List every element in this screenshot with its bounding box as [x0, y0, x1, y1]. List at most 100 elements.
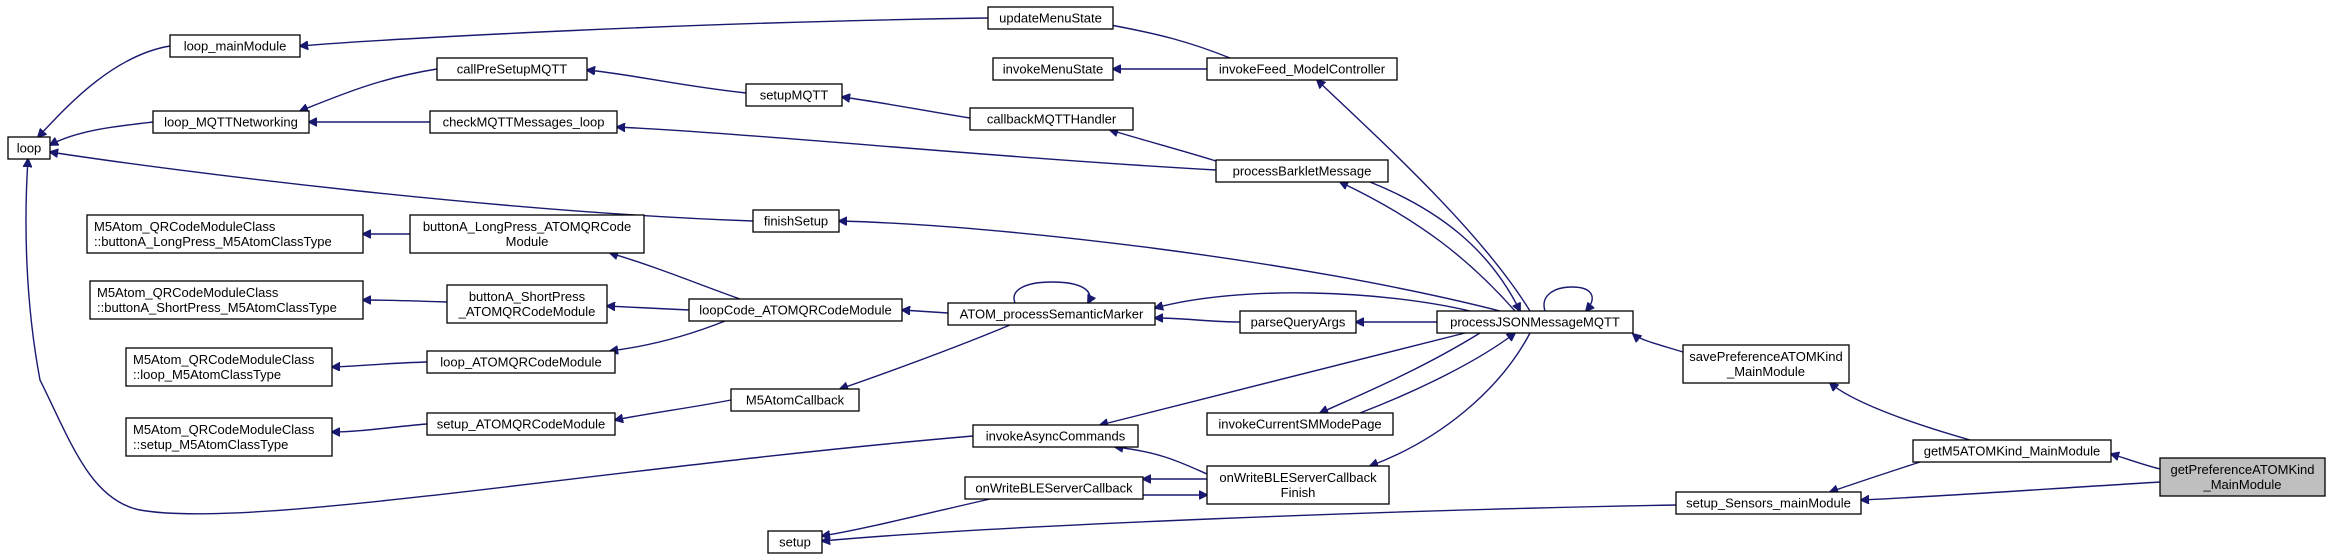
node-box	[987, 6, 1114, 30]
node-box	[1215, 159, 1389, 183]
node-invokeFeed_ModelController[interactable]: invokeFeed_ModelController	[1206, 57, 1398, 81]
node-parseQueryArgs[interactable]: parseQueryArgs	[1239, 310, 1357, 334]
node-QR_buttonA_ShortPress[interactable]: M5Atom_QRCodeModuleClass::buttonA_ShortP…	[89, 280, 364, 320]
node-label: _ATOMQRCodeModule	[458, 304, 596, 319]
node-setup[interactable]: setup	[767, 530, 823, 554]
node-callPreSetupMQTT[interactable]: callPreSetupMQTT	[436, 57, 588, 81]
node-box	[992, 57, 1114, 81]
node-label: finishSetup	[764, 214, 828, 229]
edge-loopCode_ATOMQRCodeModule-to-buttonA_ShortPress_ATOMQRCodeModule	[607, 306, 690, 310]
edge-onWriteBLEServerCallback-to-setup	[822, 498, 991, 536]
node-label: M5AtomCallback	[746, 393, 845, 408]
edge-ATOM_processSemanticMarker-to-M5AtomCallback	[840, 324, 1011, 389]
node-loop_ATOMQRCodeModule[interactable]: loop_ATOMQRCodeModule	[426, 350, 616, 374]
node-QR_buttonA_LongPress[interactable]: M5Atom_QRCodeModuleClass::buttonA_LongPr…	[86, 214, 364, 254]
node-label: updateMenuState	[999, 11, 1102, 26]
node-QR_loop[interactable]: M5Atom_QRCodeModuleClass::loop_M5AtomCla…	[125, 347, 333, 387]
node-box	[446, 284, 608, 324]
node-setupMQTT[interactable]: setupMQTT	[745, 83, 843, 107]
node-box	[426, 350, 616, 374]
node-buttonA_LongPress_ATOMQRCodeModule[interactable]: buttonA_LongPress_ATOMQRCodeModule	[409, 214, 645, 254]
node-box	[7, 136, 51, 160]
node-processBarkletMessage[interactable]: processBarkletMessage	[1215, 159, 1389, 183]
edge-ATOM_processSemanticMarker-to-loopCode_ATOMQRCodeModule	[902, 310, 949, 313]
node-M5AtomCallback[interactable]: M5AtomCallback	[730, 388, 860, 412]
node-ATOM_processSemanticMarker[interactable]: ATOM_processSemanticMarker	[947, 302, 1156, 326]
edge-setupMQTT-to-callPreSetupMQTT	[587, 70, 747, 94]
node-box	[409, 214, 645, 254]
node-box	[972, 424, 1139, 448]
node-label: setup_Sensors_mainModule	[1686, 496, 1851, 511]
node-processJSONMessageMQTT[interactable]: processJSONMessageMQTT	[1436, 310, 1634, 334]
node-updateMenuState[interactable]: updateMenuState	[987, 6, 1114, 30]
node-box	[1206, 465, 1390, 505]
node-invokeCurrentSMModePage[interactable]: invokeCurrentSMModePage	[1206, 412, 1394, 436]
node-getM5ATOMKind_MainModule[interactable]: getM5ATOMKind_MainModule	[1912, 439, 2112, 463]
node-setup_ATOMQRCodeModule[interactable]: setup_ATOMQRCodeModule	[426, 412, 616, 436]
edge-loop_MQTTNetworking-to-loop	[50, 121, 154, 145]
node-label: loop_mainModule	[184, 39, 287, 54]
node-label: callPreSetupMQTT	[457, 62, 568, 77]
node-box	[964, 476, 1144, 500]
edge-processJSONMessageMQTT-to-ATOM_processSemanticMarker	[1155, 292, 1471, 312]
node-box	[752, 209, 840, 233]
node-checkMQTTMessages_loop[interactable]: checkMQTTMessages_loop	[429, 110, 618, 134]
node-label: _MainModule	[2202, 477, 2281, 492]
node-label: ATOM_processSemanticMarker	[960, 307, 1144, 322]
node-box	[1436, 310, 1634, 334]
node-invokeAsyncCommands[interactable]: invokeAsyncCommands	[972, 424, 1139, 448]
node-label: invokeCurrentSMModePage	[1218, 417, 1381, 432]
node-setup_Sensors_mainModule[interactable]: setup_Sensors_mainModule	[1675, 491, 1862, 515]
node-box	[89, 280, 364, 320]
node-box	[429, 110, 618, 134]
node-label: ::loop_M5AtomClassType	[133, 367, 281, 382]
edge-layer	[26, 17, 2161, 541]
node-label: loopCode_ATOMQRCodeModule	[699, 303, 891, 318]
node-callbackMQTTHandler[interactable]: callbackMQTTHandler	[969, 107, 1134, 131]
node-label: M5Atom_QRCodeModuleClass	[94, 219, 276, 234]
node-loopCode_ATOMQRCodeModule[interactable]: loopCode_ATOMQRCodeModule	[688, 298, 903, 322]
node-box	[1206, 412, 1394, 436]
node-QR_setup[interactable]: M5Atom_QRCodeModuleClass::setup_M5AtomCl…	[125, 417, 333, 457]
node-label: callbackMQTTHandler	[987, 112, 1117, 127]
node-box	[169, 34, 301, 58]
node-box	[1239, 310, 1357, 334]
node-label: ::buttonA_ShortPress_M5AtomClassType	[97, 300, 337, 315]
node-label: loop	[17, 141, 42, 156]
edge-processBarkletMessage-to-processJSONMessageMQTT	[1369, 181, 1520, 311]
node-label: Module	[506, 234, 549, 249]
node-buttonA_ShortPress_ATOMQRCodeModule[interactable]: buttonA_ShortPress_ATOMQRCodeModule	[446, 284, 608, 324]
node-box	[125, 417, 333, 457]
node-label: _MainModule	[1726, 364, 1805, 379]
node-getPreferenceATOMKind_MainModule[interactable]: getPreferenceATOMKind_MainModule	[2159, 457, 2326, 497]
edge-savePreferenceATOMKind_MainModule-to-processJSONMessageMQTT	[1633, 334, 1684, 353]
node-savePreferenceATOMKind_MainModule[interactable]: savePreferenceATOMKind_MainModule	[1682, 344, 1850, 384]
edge-getM5ATOMKind_MainModule-to-setup_Sensors_mainModule	[1830, 461, 1921, 492]
node-box	[2159, 457, 2326, 497]
node-label: ::buttonA_LongPress_M5AtomClassType	[94, 234, 332, 249]
node-box	[1912, 439, 2112, 463]
edge-processJSONMessageMQTT-to-invokeAsyncCommands	[1100, 332, 1466, 425]
node-label: checkMQTTMessages_loop	[443, 115, 605, 130]
node-label: M5Atom_QRCodeModuleClass	[97, 285, 279, 300]
node-label: onWriteBLEServerCallback	[975, 481, 1133, 496]
node-invokeMenuState[interactable]: invokeMenuState	[992, 57, 1114, 81]
node-layer: loop loop_mainModule loop_MQTTNetworking up…	[7, 6, 2326, 554]
node-onWriteBLEServerCallback[interactable]: onWriteBLEServerCallback	[964, 476, 1144, 500]
edge-loopCode_ATOMQRCodeModule-to-loop_ATOMQRCodeModule	[610, 320, 726, 351]
node-loop_MQTTNetworking[interactable]: loop_MQTTNetworking	[152, 110, 310, 134]
node-label: setupMQTT	[760, 88, 829, 103]
node-label: invokeFeed_ModelController	[1219, 62, 1386, 77]
node-box	[125, 347, 333, 387]
node-box	[436, 57, 588, 81]
node-loop_mainModule[interactable]: loop_mainModule	[169, 34, 301, 58]
edge-setup_Sensors_mainModule-to-setup	[822, 504, 1677, 541]
node-label: invokeMenuState	[1003, 62, 1103, 77]
node-loop[interactable]: loop	[7, 136, 51, 160]
node-label: ::setup_M5AtomClassType	[133, 437, 288, 452]
node-finishSetup[interactable]: finishSetup	[752, 209, 840, 233]
node-box	[1675, 491, 1862, 515]
edge-processJSONMessageMQTT-to-processBarkletMessage	[1340, 182, 1516, 312]
